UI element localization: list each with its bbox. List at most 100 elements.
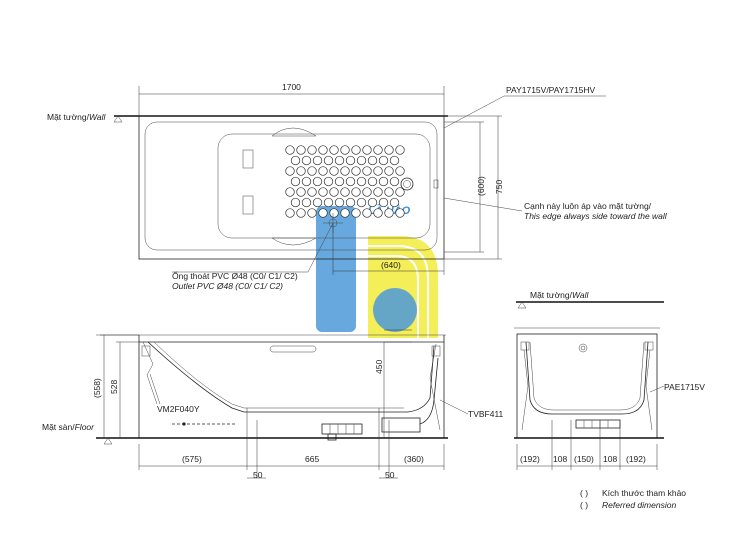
anti-slip-hole — [389, 197, 400, 208]
edge-label-en: This edge always side toward the wall — [524, 211, 668, 221]
dim-150: (150) — [574, 454, 594, 464]
anti-slip-hole — [285, 208, 295, 218]
anti-slip-hole — [367, 155, 378, 166]
anti-slip-hole — [356, 155, 367, 166]
anti-slip-hole — [296, 208, 306, 218]
anti-slip-hole — [384, 145, 394, 155]
legend-vi: Kích thước tham khảo — [602, 488, 686, 498]
floor-label: Mặt sàn/Floor — [42, 422, 95, 432]
side-model-label: PAE1715V — [664, 382, 705, 392]
anti-slip-hole — [384, 166, 394, 176]
anti-slip-hole — [362, 145, 372, 155]
anti-slip-hole — [395, 166, 405, 176]
dim-108-right: 108 — [603, 454, 617, 464]
legend: ( ) Kích thước tham khảo ( ) Referred di… — [580, 488, 686, 510]
anti-slip-hole — [362, 166, 372, 176]
anti-slip-hole — [345, 155, 356, 166]
anti-slip-hole — [362, 208, 372, 218]
dim-640: (640) — [381, 260, 401, 270]
anti-slip-hole — [373, 208, 383, 218]
anti-slip-hole — [312, 155, 323, 166]
dim-1700: 1700 — [282, 82, 301, 92]
watermark-logo — [316, 206, 438, 338]
anti-slip-hole — [362, 187, 372, 197]
anti-slip-hole — [340, 187, 350, 197]
anti-slip-hole — [323, 197, 334, 208]
dim-600: (600) — [476, 176, 486, 196]
model-label: PAY1715V/PAY1715HV — [506, 85, 595, 95]
dim-50-left: 50 — [253, 470, 263, 480]
anti-slip-hole — [301, 197, 312, 208]
anti-slip-hole — [378, 197, 389, 208]
dim-108-left: 108 — [553, 454, 567, 464]
anti-slip-hole — [290, 176, 301, 187]
anti-slip-hole — [356, 176, 367, 187]
drain-code-label: TVBF411 — [468, 409, 504, 419]
anti-slip-hole — [340, 145, 350, 155]
anti-slip-hole — [367, 176, 378, 187]
anti-slip-hole — [318, 166, 328, 176]
drain-pipe-side — [575, 419, 621, 429]
anti-slip-hole — [296, 187, 306, 197]
dim-192-right: (192) — [626, 454, 646, 464]
drain-pipe-front — [321, 423, 363, 435]
top-view: 1700 Mặt tường/Wall ( — [47, 82, 668, 291]
dim-50-right: 50 — [385, 470, 395, 480]
legend-en: Referred dimension — [602, 500, 676, 510]
anti-slip-hole — [318, 145, 328, 155]
anti-slip-hole — [373, 145, 383, 155]
outlet-label-en: Outlet PVC Ø48 (C0/ C1/ C2) — [172, 281, 283, 291]
anti-slip-hole — [351, 166, 361, 176]
headrest-top — [271, 127, 317, 137]
legend-symbol-1: ( ) — [580, 488, 588, 498]
anti-slip-hole — [301, 176, 312, 187]
legend-symbol-2: ( ) — [580, 500, 588, 510]
anti-slip-hole — [296, 145, 306, 155]
anti-slip-hole — [290, 155, 301, 166]
anti-slip-hole — [285, 166, 295, 176]
grip-pad-1 — [242, 149, 254, 169]
anti-slip-hole — [334, 155, 345, 166]
dim-558: (558) — [92, 378, 102, 398]
headrest-bottom — [271, 237, 317, 246]
anti-slip-hole — [323, 176, 334, 187]
anti-slip-hole — [296, 166, 306, 176]
anti-slip-hole — [378, 155, 389, 166]
tub-profile-front — [147, 341, 435, 413]
anti-slip-hole — [389, 155, 400, 166]
anti-slip-hole — [351, 208, 361, 218]
wall-label-side: Mặt tường/Wall — [530, 290, 589, 300]
dim-575: (575) — [182, 454, 202, 464]
anti-slip-hole — [334, 197, 345, 208]
anti-slip-hole — [312, 197, 323, 208]
anti-slip-hole — [318, 187, 328, 197]
outlet-label-vi: Ống thoát PVC Ø48 (C0/ C1/ C2) — [172, 270, 298, 281]
anti-slip-hole — [323, 155, 334, 166]
anti-slip-hole — [395, 145, 405, 155]
tub-outline-top — [138, 115, 445, 260]
tub-outline-side — [516, 333, 658, 439]
end-section-view: Mặt tường/Wall PAE1715V (192) 108 (150) … — [514, 290, 705, 470]
anti-slip-hole — [340, 208, 350, 218]
anti-slip-hole — [340, 166, 350, 176]
front-section-view: Mặt sàn/Floor (558) 528 450 VM2F040Y TVB… — [42, 329, 504, 480]
anti-slip-hole — [285, 187, 295, 197]
anti-slip-hole — [334, 176, 345, 187]
anti-slip-hole — [307, 145, 317, 155]
dim-450: 450 — [374, 360, 384, 374]
anti-slip-hole — [329, 187, 339, 197]
anti-slip-hole — [345, 176, 356, 187]
anti-slip-hole — [356, 197, 367, 208]
dim-192-left: (192) — [520, 454, 540, 464]
anti-slip-hole — [290, 197, 301, 208]
anti-slip-hole — [373, 187, 383, 197]
anti-slip-hole — [318, 208, 328, 218]
anti-slip-hole — [367, 197, 378, 208]
anti-slip-hole — [345, 197, 356, 208]
anti-slip-hole — [389, 176, 400, 187]
anti-slip-hole — [395, 208, 405, 218]
anti-slip-hole — [384, 187, 394, 197]
anti-slip-hole — [329, 166, 339, 176]
anti-slip-hole — [351, 187, 361, 197]
